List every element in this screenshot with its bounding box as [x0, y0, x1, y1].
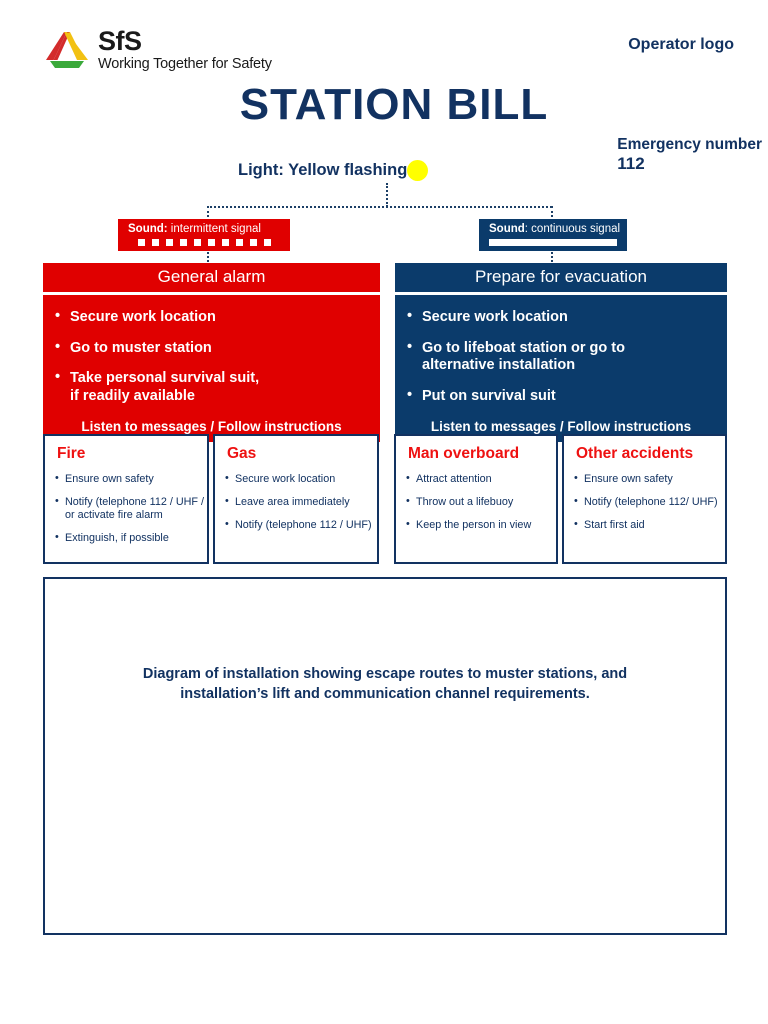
incident-box-gas: Gas Secure work location Leave area imme… [213, 434, 379, 564]
sfs-triangle-logo-icon [46, 32, 88, 68]
sound-box-continuous: Sound: continuous signal [479, 219, 627, 251]
brand-name: SfS [98, 26, 142, 56]
incident-box-man-overboard: Man overboard Attract attention Throw ou… [394, 434, 558, 564]
panel-general-alarm-body: Secure work location Go to muster statio… [43, 295, 380, 442]
connector-horizontal-bus [207, 206, 552, 208]
connector-light-down [386, 183, 388, 207]
sound-label-intermittent: Sound: intermittent signal [128, 223, 280, 235]
list-item: Go to lifeboat station or go to alternat… [407, 339, 715, 375]
connector-navy-sound-to-alarm [551, 248, 553, 266]
list-item: Notify (telephone 112/ UHF) [564, 495, 725, 509]
yellow-flashing-light-icon [407, 160, 429, 181]
panel-prepare-for-evacuation-title: Prepare for evacuation [475, 267, 647, 286]
sfs-logo-block: SfS Working Together for Safety [44, 28, 272, 73]
list-item: Attract attention [396, 472, 556, 486]
panel-divider [395, 292, 727, 295]
sound-text: intermittent signal [167, 223, 261, 235]
list-item: Start first aid [564, 518, 725, 532]
connector-red-sound-to-alarm [207, 248, 209, 266]
waveform-continuous-icon [489, 239, 617, 246]
light-indicator-row: Light: Yellow flashing [238, 160, 429, 181]
installation-diagram-placeholder: Diagram of installation showing escape r… [43, 577, 727, 935]
incident-title-other-accidents: Other accidents [576, 445, 694, 462]
panel-prepare-for-evacuation-body: Secure work location Go to lifeboat stat… [395, 295, 727, 442]
list-item: Ensure own safety [564, 472, 725, 486]
sound-box-intermittent: Sound: intermittent signal [118, 219, 290, 251]
diagram-caption: Diagram of installation showing escape r… [142, 666, 628, 702]
sound-text: : continuous signal [524, 223, 621, 235]
list-item: Secure work location [55, 308, 368, 327]
panel-general-alarm-footer: Listen to messages / Follow instructions [81, 418, 342, 434]
incident-title-gas: Gas [227, 445, 257, 462]
list-item: Extinguish, if possible [45, 531, 207, 545]
brand-tagline: Working Together for Safety [98, 56, 272, 72]
connector-right-branch-down [551, 206, 553, 221]
connector-left-branch-down [207, 206, 209, 221]
list-item: Go to muster station [55, 339, 368, 358]
waveform-intermittent-icon [128, 239, 280, 246]
list-item: Ensure own safety [45, 472, 207, 486]
emergency-number-block: Emergency number 112 [617, 136, 762, 173]
incident-title-fire: Fire [57, 445, 86, 462]
list-item: Keep the person in view [396, 518, 556, 532]
list-item: Take personal survival suit, if readily … [55, 369, 368, 405]
list-item: Secure work location [407, 308, 715, 327]
list-item: Notify (telephone 112 / UHF) [215, 518, 377, 532]
list-item: Secure work location [215, 472, 377, 486]
sound-label-continuous: Sound: continuous signal [489, 223, 621, 235]
panel-divider [43, 292, 380, 295]
sfs-logo-text: SfS Working Together for Safety [98, 28, 272, 73]
light-label: Light: Yellow flashing [238, 161, 408, 179]
panel-general-alarm: General alarm Secure work location Go to… [43, 263, 380, 442]
list-item: Throw out a lifebuoy [396, 495, 556, 509]
panel-general-alarm-title: General alarm [157, 267, 266, 286]
list-item: Notify (telephone 112 / UHF / or activat… [45, 495, 207, 522]
sound-prefix: Sound: [128, 223, 168, 235]
list-item: Put on survival suit [407, 387, 715, 406]
sound-prefix: Sound [489, 223, 525, 235]
operator-logo-placeholder: Operator logo [628, 36, 734, 53]
panel-prepare-for-evacuation: Prepare for evacuation Secure work locat… [395, 263, 727, 442]
incident-box-fire: Fire Ensure own safety Notify (telephone… [43, 434, 209, 564]
emergency-number-label: Emergency number [617, 136, 762, 153]
incident-title-man-overboard: Man overboard [408, 445, 520, 462]
page-title: STATION BILL [239, 80, 549, 129]
emergency-number-value: 112 [617, 153, 645, 173]
incident-box-other-accidents: Other accidents Ensure own safety Notify… [562, 434, 727, 564]
list-item: Leave area immediately [215, 495, 377, 509]
panel-prepare-for-evacuation-footer: Listen to messages / Follow instructions [430, 418, 692, 434]
